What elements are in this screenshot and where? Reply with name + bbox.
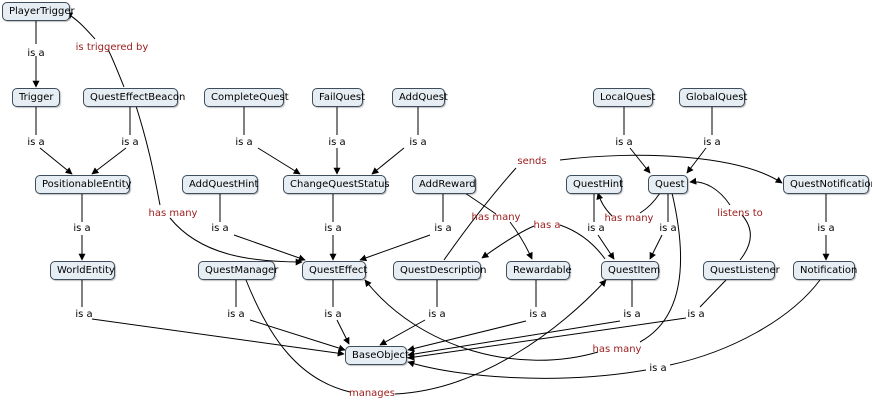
edge-questdesc-questitem xyxy=(482,224,606,259)
edge-addreward-rewardable xyxy=(464,192,532,259)
node-playertrigger[interactable]: PlayerTrigger xyxy=(2,2,75,21)
node-questlistener[interactable]: QuestListener xyxy=(703,261,780,280)
edge-beacon-positionable xyxy=(92,106,131,174)
node-addquesthint[interactable]: AddQuestHint xyxy=(182,175,258,194)
edge-notification-baseobject xyxy=(408,279,821,379)
edge-questhint-questitem xyxy=(593,193,614,259)
edge-questmanager-questitem xyxy=(245,280,606,395)
edge-addhint-questeffect xyxy=(219,193,305,260)
node-quest[interactable]: Quest xyxy=(648,175,688,194)
node-questeffectbeacon[interactable]: QuestEffectBeacon xyxy=(83,88,185,107)
label-isa-effect: is a xyxy=(324,309,341,320)
edge-quest-questeffect xyxy=(365,192,682,361)
node-rewardable[interactable]: Rewardable xyxy=(506,261,572,280)
label-isa-addhint: is a xyxy=(211,223,228,234)
edge-trigger-positionable xyxy=(35,106,72,174)
label-has-many-questhint: has many xyxy=(605,213,654,224)
node-questhint[interactable]: QuestHint xyxy=(566,175,623,194)
label-isa-complete: is a xyxy=(235,137,252,148)
label-is-triggered-by: is triggered by xyxy=(76,42,149,53)
label-isa-questhint-item: is a xyxy=(587,223,604,234)
label-isa-fail: is a xyxy=(328,137,345,148)
label-isa-quest-item: is a xyxy=(659,223,676,234)
edge-questdesc-sends xyxy=(443,167,517,261)
edge-questeffect-baseobject xyxy=(332,280,349,344)
edge-globalquest-quest xyxy=(687,106,713,173)
label-isa-worldentity: is a xyxy=(73,223,90,234)
label-has-many-beacon: has many xyxy=(149,208,198,219)
edge-add-change xyxy=(372,106,419,174)
node-localquest[interactable]: LocalQuest xyxy=(593,88,655,107)
edge-questdesc-baseobject xyxy=(380,280,438,345)
label-has-a: has a xyxy=(534,220,561,231)
node-questeffect[interactable]: QuestEffect xyxy=(302,261,367,280)
node-failquest[interactable]: FailQuest xyxy=(312,88,365,107)
label-sends: sends xyxy=(517,156,546,167)
label-listens-to: listens to xyxy=(717,208,763,219)
label-isa-questitem-base: is a xyxy=(623,309,640,320)
label-manages: manages xyxy=(349,388,395,399)
edge-sends-questnotification xyxy=(559,154,783,184)
label-isa-listener-base: is a xyxy=(687,309,704,320)
node-worldentity[interactable]: WorldEntity xyxy=(50,261,115,280)
node-completequest[interactable]: CompleteQuest xyxy=(204,88,289,107)
node-addreward[interactable]: AddReward xyxy=(412,175,476,194)
edge-beacon-questeffect xyxy=(135,105,302,262)
label-isa-manager: is a xyxy=(227,309,244,320)
node-addquest[interactable]: AddQuest xyxy=(392,88,448,107)
edge-quest-questhint xyxy=(598,193,661,217)
edge-worldentity-baseobject xyxy=(81,280,344,354)
label-isa-world-base: is a xyxy=(75,309,92,320)
node-notification[interactable]: Notification xyxy=(793,261,857,280)
edge-questmanager-baseobject xyxy=(235,280,345,350)
label-isa-notification-base: is a xyxy=(649,363,666,374)
edge-localquest-quest xyxy=(623,106,650,173)
label-isa-addreward: is a xyxy=(434,223,451,234)
label-isa-desc: is a xyxy=(428,309,445,320)
label-isa-change: is a xyxy=(324,223,341,234)
label-isa-positionable-1: is a xyxy=(27,137,44,148)
label-isa-localquest: is a xyxy=(615,137,632,148)
edge-quest-questitem xyxy=(650,193,669,259)
label-has-many-rewardable: has many xyxy=(472,212,521,223)
node-questnotification[interactable]: QuestNotification xyxy=(783,175,872,194)
node-questdescription[interactable]: QuestDescription xyxy=(393,261,486,280)
label-isa-positionable-2: is a xyxy=(121,137,138,148)
node-trigger[interactable]: Trigger xyxy=(12,88,60,107)
edge-questitem-baseobject xyxy=(408,280,633,355)
node-positionableentity[interactable]: PositionableEntity xyxy=(35,175,132,194)
label-isa-notification: is a xyxy=(817,223,834,234)
label-isa-trigger: is a xyxy=(27,48,44,59)
node-questitem[interactable]: QuestItem xyxy=(601,261,660,280)
edge-rewardable-baseobject xyxy=(408,280,537,350)
edge-questlistener-baseobject xyxy=(408,279,727,358)
label-isa-add: is a xyxy=(409,137,426,148)
node-globalquest[interactable]: GlobalQuest xyxy=(679,88,747,107)
node-questmanager[interactable]: QuestManager xyxy=(198,261,278,280)
edge-addreward-questeffect xyxy=(360,193,444,260)
edge-complete-change xyxy=(243,106,300,174)
label-has-many-quest-effect: has many xyxy=(593,344,642,355)
node-changequeststatus[interactable]: ChangeQuestStatus xyxy=(283,175,390,194)
node-baseobject[interactable]: BaseObject xyxy=(345,346,409,365)
label-isa-globalquest: is a xyxy=(703,137,720,148)
edge-questlistener-quest xyxy=(690,182,751,261)
label-isa-rewardable: is a xyxy=(529,309,546,320)
